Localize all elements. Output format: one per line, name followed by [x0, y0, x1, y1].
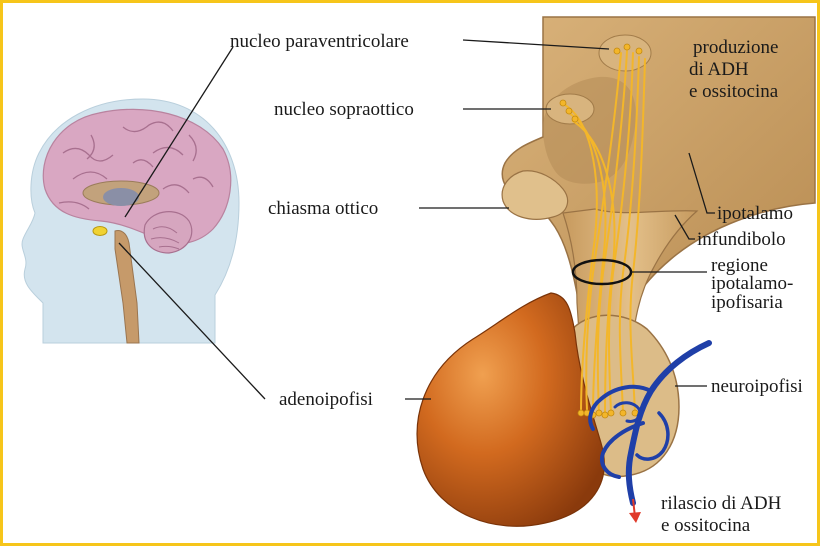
label-infundibulum: infundibolo	[697, 229, 786, 250]
paraventricular-nucleus	[599, 35, 651, 71]
label-supraoptic: nucleo sopraottico	[274, 99, 414, 120]
label-production-line3: e ossitocina	[689, 81, 779, 102]
label-neurohypophysis: neuroipofisi	[711, 376, 803, 397]
label-release-line1: rilascio di ADH	[661, 493, 782, 514]
hypothalamus-tissue	[502, 17, 815, 315]
label-hypothalamus: ipotalamo	[717, 203, 793, 224]
label-adenohypophysis: adenoipofisi	[279, 389, 373, 410]
pituitary-diagram: nucleo paraventricolare nucleo sopraotti…	[3, 3, 817, 543]
label-paraventricular: nucleo paraventricolare	[230, 31, 409, 52]
label-production-line1: produzione	[693, 37, 778, 58]
label-release-line2: e ossitocina	[661, 515, 751, 536]
label-region-line2: ipotalamo-	[711, 273, 793, 294]
label-production-line2: di ADH	[689, 59, 749, 80]
head-illustration	[22, 99, 239, 343]
label-region-line3: ipofisaria	[711, 292, 783, 313]
label-optic-chiasm: chiasma ottico	[268, 198, 378, 219]
pituitary-small	[93, 227, 107, 236]
